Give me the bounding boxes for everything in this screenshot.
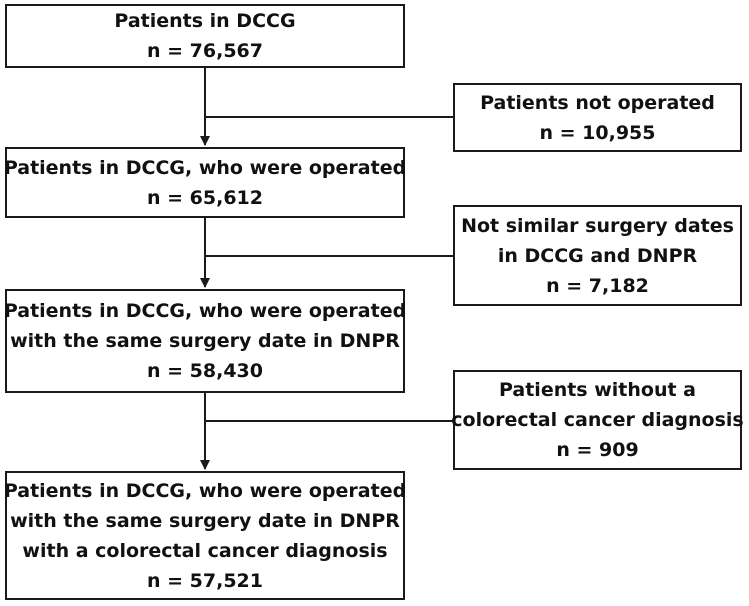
exclusion-not-similar-dates: Not similar surgery dates in DCCG and DN…	[453, 205, 742, 306]
step-label: Patients in DCCG, who were operated	[3, 479, 407, 502]
step-count: n = 65,612	[147, 186, 263, 209]
step-with-crc-diagnosis: Patients in DCCG, who were operated with…	[3, 471, 407, 600]
exclusion-not-operated: Patients not operated n = 10,955	[453, 83, 742, 152]
exclusion-label: in DCCG and DNPR	[497, 244, 698, 267]
exclusion-count: n = 10,955	[539, 121, 656, 144]
step-count: n = 76,567	[147, 40, 263, 62]
step-label: with a colorectal cancer diagnosis	[22, 539, 388, 562]
step-patients-in-dccg: Patients in DCCG n = 76,567	[5, 4, 405, 68]
step-label: Patients in DCCG, who were operated	[3, 156, 407, 179]
exclusion-label: Not similar surgery dates	[461, 214, 734, 237]
step-label: Patients in DCCG, who were operated	[3, 300, 407, 322]
exclusion-label: Patients without a	[498, 379, 697, 401]
exclusion-count: n = 7,182	[546, 274, 649, 297]
step-count: n = 57,521	[147, 569, 263, 592]
step-label: with the same surgery date in DNPR	[10, 330, 400, 352]
step-label: with the same surgery date in DNPR	[10, 509, 400, 532]
exclusion-without-diagnosis: Patients without a colorectal cancer dia…	[451, 370, 744, 470]
exclusion-label: colorectal cancer diagnosis	[451, 409, 744, 431]
step-count: n = 58,430	[147, 360, 263, 382]
step-label: Patients in DCCG	[114, 10, 296, 32]
exclusion-label: Patients not operated	[480, 91, 715, 114]
exclusion-count: n = 909	[556, 439, 639, 461]
step-operated: Patients in DCCG, who were operated n = …	[3, 147, 407, 218]
step-same-surgery-date: Patients in DCCG, who were operated with…	[3, 289, 407, 393]
